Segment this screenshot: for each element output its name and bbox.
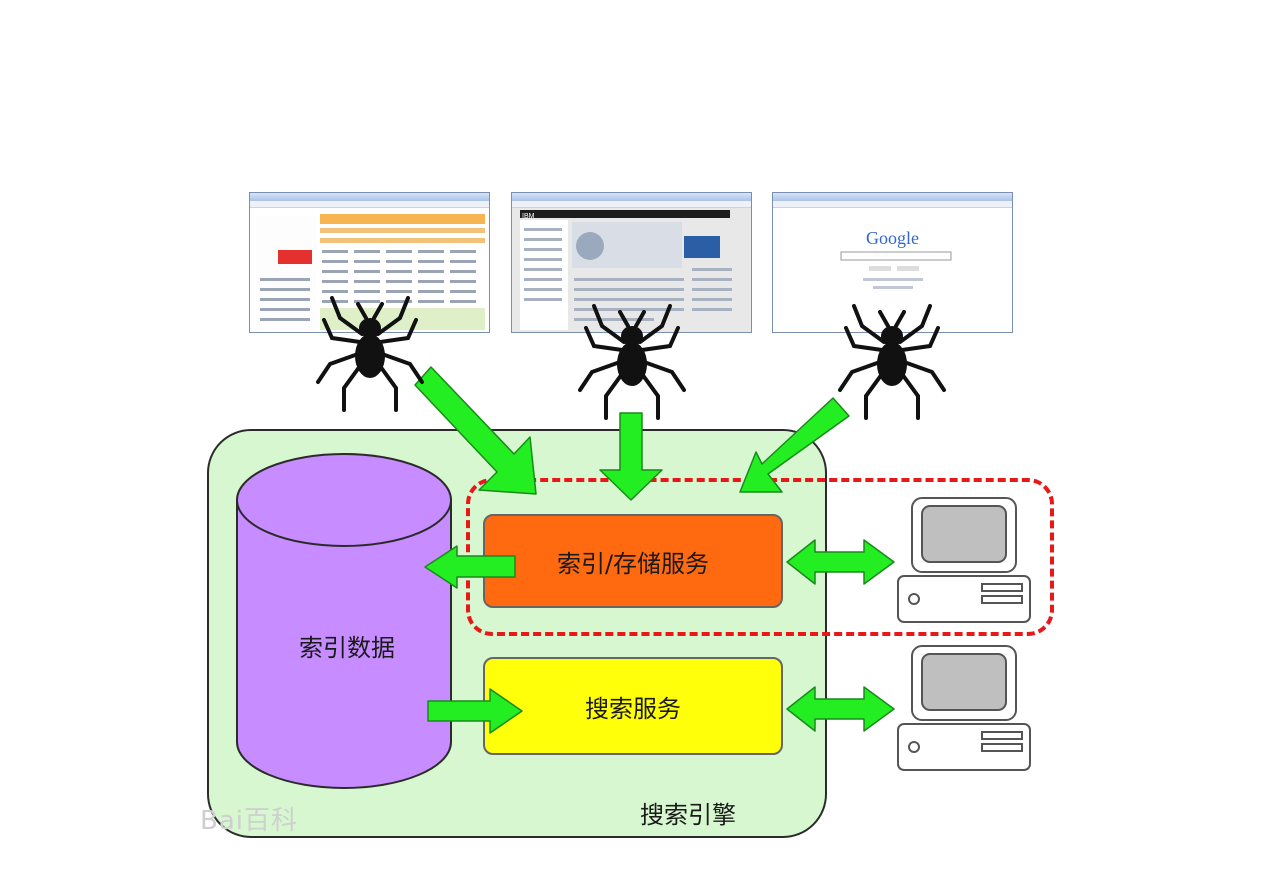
computer-icon <box>897 645 1031 771</box>
portal-page-content <box>256 214 485 331</box>
thumbnail-portal-site <box>249 192 490 333</box>
thumbnail-ibm-site: IBM <box>511 192 752 333</box>
index-storage-service-box: 索引/存储服务 <box>483 514 783 608</box>
ibm-logo-text: IBM <box>522 213 535 220</box>
google-page-content: Google <box>840 228 952 289</box>
search-engine-label: 搜索引擎 <box>640 801 736 829</box>
thumbnail-google-site: Google <box>772 192 1013 333</box>
search-service-box: 搜索服务 <box>483 657 783 755</box>
ibm-page-content: IBM <box>512 208 751 332</box>
index-storage-service-label: 索引/存储服务 <box>556 549 710 578</box>
watermark-logo: Bai百科 <box>200 806 298 836</box>
google-logo-text: Google <box>866 228 919 248</box>
search-service-label: 搜索服务 <box>585 694 681 723</box>
database-label: 索引数据 <box>299 634 395 662</box>
